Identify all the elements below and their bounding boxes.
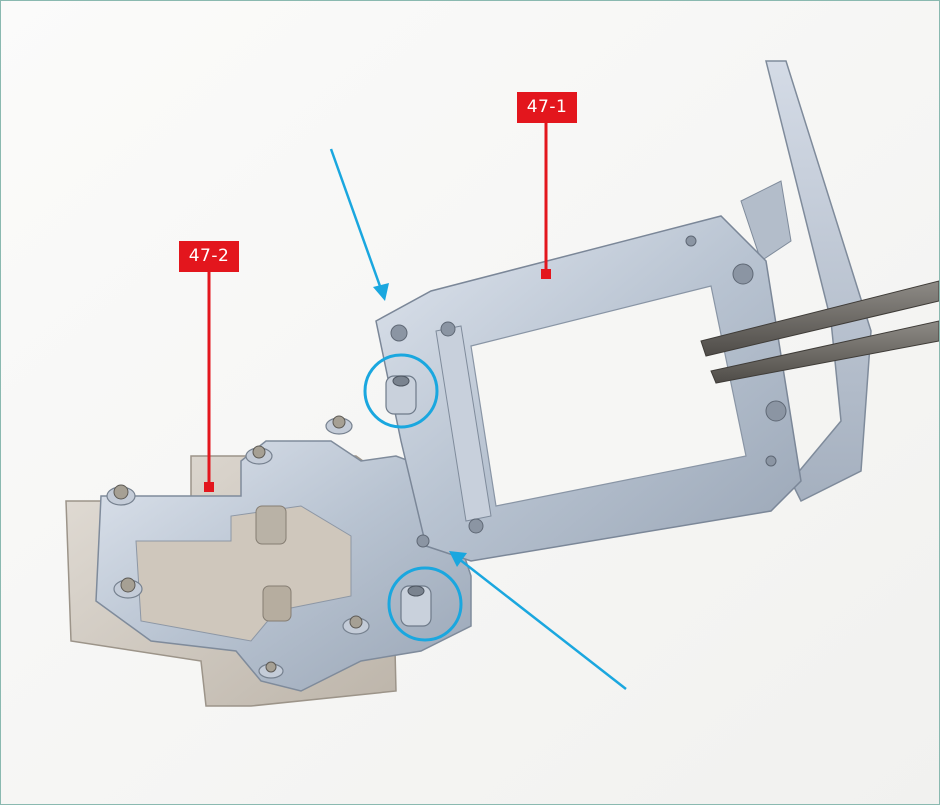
- blue-arrows: [329, 148, 627, 690]
- arrow-head-top: [373, 283, 389, 301]
- arrow-head-bottom: [449, 551, 467, 567]
- highlight-circle-top: [363, 353, 439, 429]
- part-label-47-2: 47-2: [188, 246, 230, 266]
- highlight-circles: [363, 353, 463, 642]
- bracket-47-2: [95, 415, 472, 692]
- label-leaders: [179, 92, 577, 492]
- highlight-circle-bottom: [387, 566, 463, 642]
- frame-47-1: [375, 60, 872, 627]
- tweezers: [700, 280, 939, 384]
- part-label-47-1: 47-1: [526, 97, 568, 117]
